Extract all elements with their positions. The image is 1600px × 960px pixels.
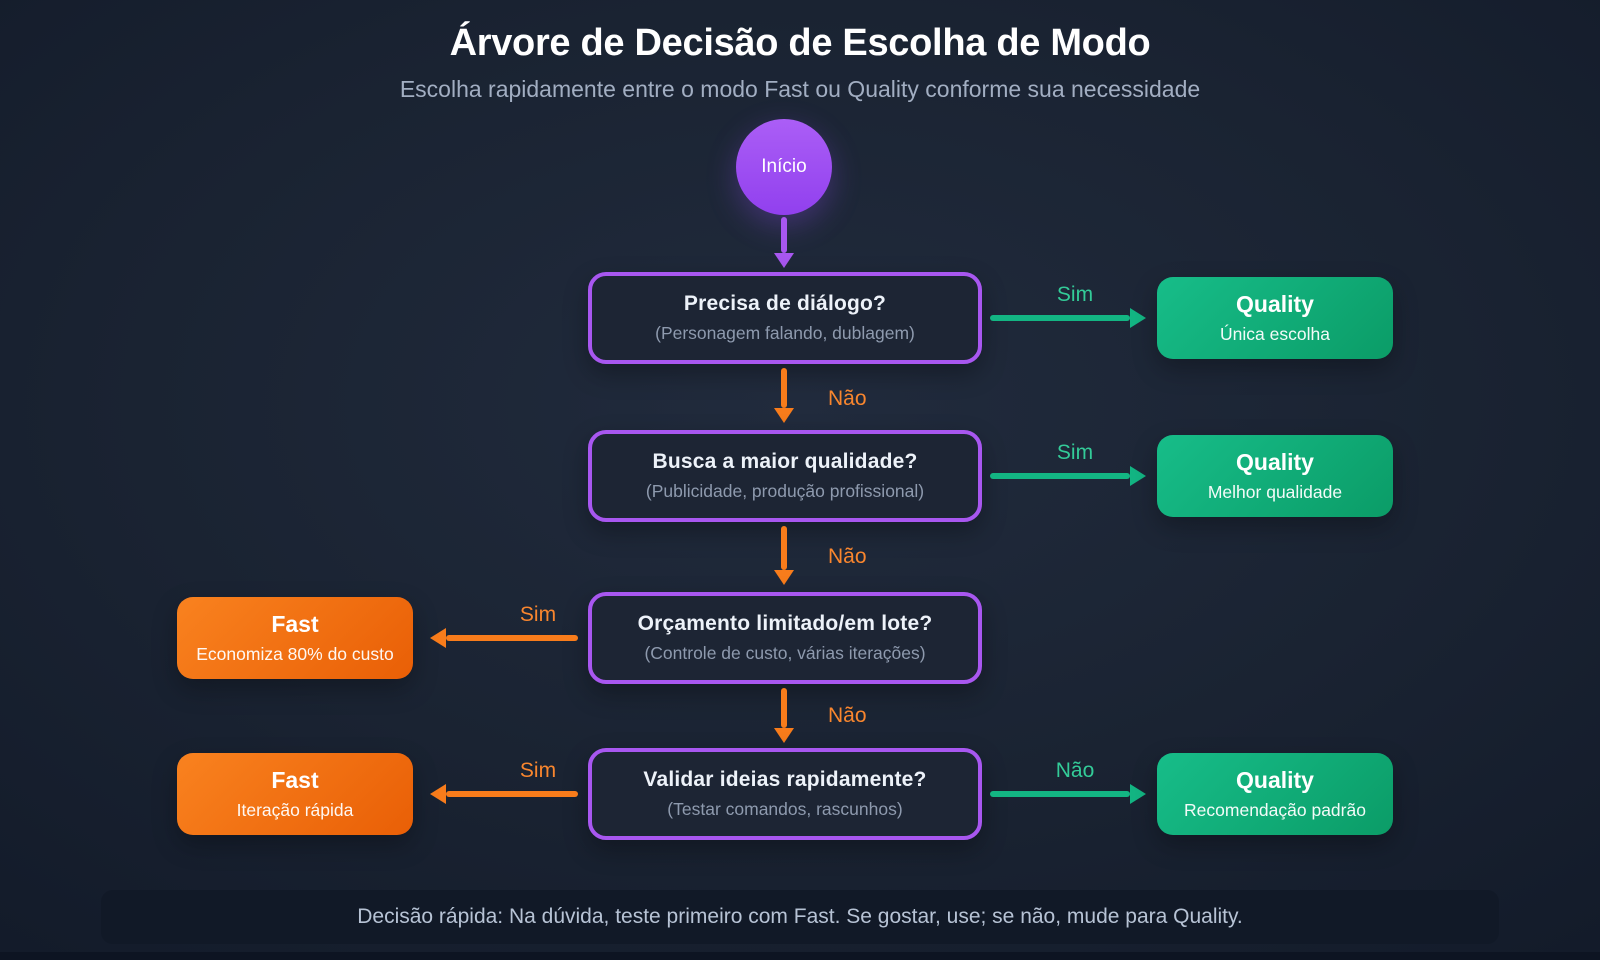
outcome-subtitle: Única escolha (1220, 324, 1330, 344)
arrowhead-down-icon (774, 570, 794, 585)
decision-question: Busca a maior qualidade? (652, 450, 918, 473)
arrowhead-down-icon (774, 408, 794, 423)
arrow-decision-1-to-quality-1 (990, 308, 1146, 328)
page-subtitle: Escolha rapidamente entre o modo Fast ou… (399, 76, 1201, 102)
arrowhead-left-icon (430, 784, 446, 804)
outcome-node-quality-recomendacao: Quality Recomendação padrão (1157, 753, 1393, 835)
arrow-decision-3-to-fast-1 (430, 628, 578, 648)
outcome-title: Quality (1236, 449, 1314, 475)
decision-detail: (Personagem falando, dublagem) (655, 323, 915, 343)
outcome-node-quality-melhor: Quality Melhor qualidade (1157, 435, 1393, 517)
edge-label-yes: Sim (519, 603, 557, 626)
outcome-node-quality-unica: Quality Única escolha (1157, 277, 1393, 359)
decision-node-validate-ideas: Validar ideias rapidamente? (Testar coma… (588, 748, 982, 840)
edge-label-no: Não (828, 387, 867, 410)
arrowhead-left-icon (430, 628, 446, 648)
decision-node-budget: Orçamento limitado/em lote? (Controle de… (588, 592, 982, 684)
outcome-subtitle: Economiza 80% do custo (196, 644, 394, 664)
edge-label-yes: Sim (1056, 283, 1094, 306)
outcome-subtitle: Recomendação padrão (1184, 800, 1366, 820)
decision-question: Orçamento limitado/em lote? (637, 612, 933, 635)
footer-note: Decisão rápida: Na dúvida, teste primeir… (101, 890, 1499, 944)
decision-node-quality-seek: Busca a maior qualidade? (Publicidade, p… (588, 430, 982, 522)
outcome-title: Fast (271, 767, 319, 793)
outcome-subtitle: Iteração rápida (236, 800, 354, 820)
arrowhead-right-icon (1130, 308, 1146, 328)
edge-label-yes: Sim (1056, 441, 1094, 464)
outcome-node-fast-iteracao: Fast Iteração rápida (177, 753, 413, 835)
outcome-node-fast-economiza: Fast Economiza 80% do custo (177, 597, 413, 679)
arrowhead-right-icon (1130, 784, 1146, 804)
arrow-decision-4-to-quality-3 (990, 784, 1146, 804)
edge-label-no: Não (828, 545, 867, 568)
arrow-decision-4-to-fast-2 (430, 784, 578, 804)
decision-detail: (Controle de custo, várias iterações) (644, 643, 926, 663)
outcome-title: Quality (1236, 767, 1314, 793)
edge-label-no: Não (828, 704, 867, 727)
outcome-title: Quality (1236, 291, 1314, 317)
arrow-decision-3-to-decision-4 (774, 688, 794, 743)
edge-label-no: Não (1055, 759, 1095, 782)
arrow-decision-2-to-quality-2 (990, 466, 1146, 486)
decision-detail: (Testar comandos, rascunhos) (667, 799, 903, 819)
decision-question: Precisa de diálogo? (683, 292, 887, 315)
decision-question: Validar ideias rapidamente? (643, 768, 927, 791)
outcome-title: Fast (271, 611, 319, 637)
start-label: Início (761, 156, 807, 177)
start-node: Início (736, 119, 832, 215)
arrow-decision-1-to-decision-2 (774, 368, 794, 423)
decision-detail: (Publicidade, produção profissional) (645, 481, 925, 501)
decision-node-dialogue: Precisa de diálogo? (Personagem falando,… (588, 272, 982, 364)
page-title: Árvore de Decisão de Escolha de Modo (449, 22, 1151, 64)
arrowhead-right-icon (1130, 466, 1146, 486)
arrowhead-down-icon (774, 253, 794, 268)
bottom-strip (0, 952, 1600, 960)
arrowhead-down-icon (774, 728, 794, 743)
edge-label-yes: Sim (519, 759, 557, 782)
footer-note-text: Decisão rápida: Na dúvida, teste primeir… (357, 905, 1243, 928)
outcome-subtitle: Melhor qualidade (1207, 482, 1343, 502)
arrow-decision-2-to-decision-3 (774, 526, 794, 585)
arrow-start-to-decision-1 (774, 217, 794, 268)
